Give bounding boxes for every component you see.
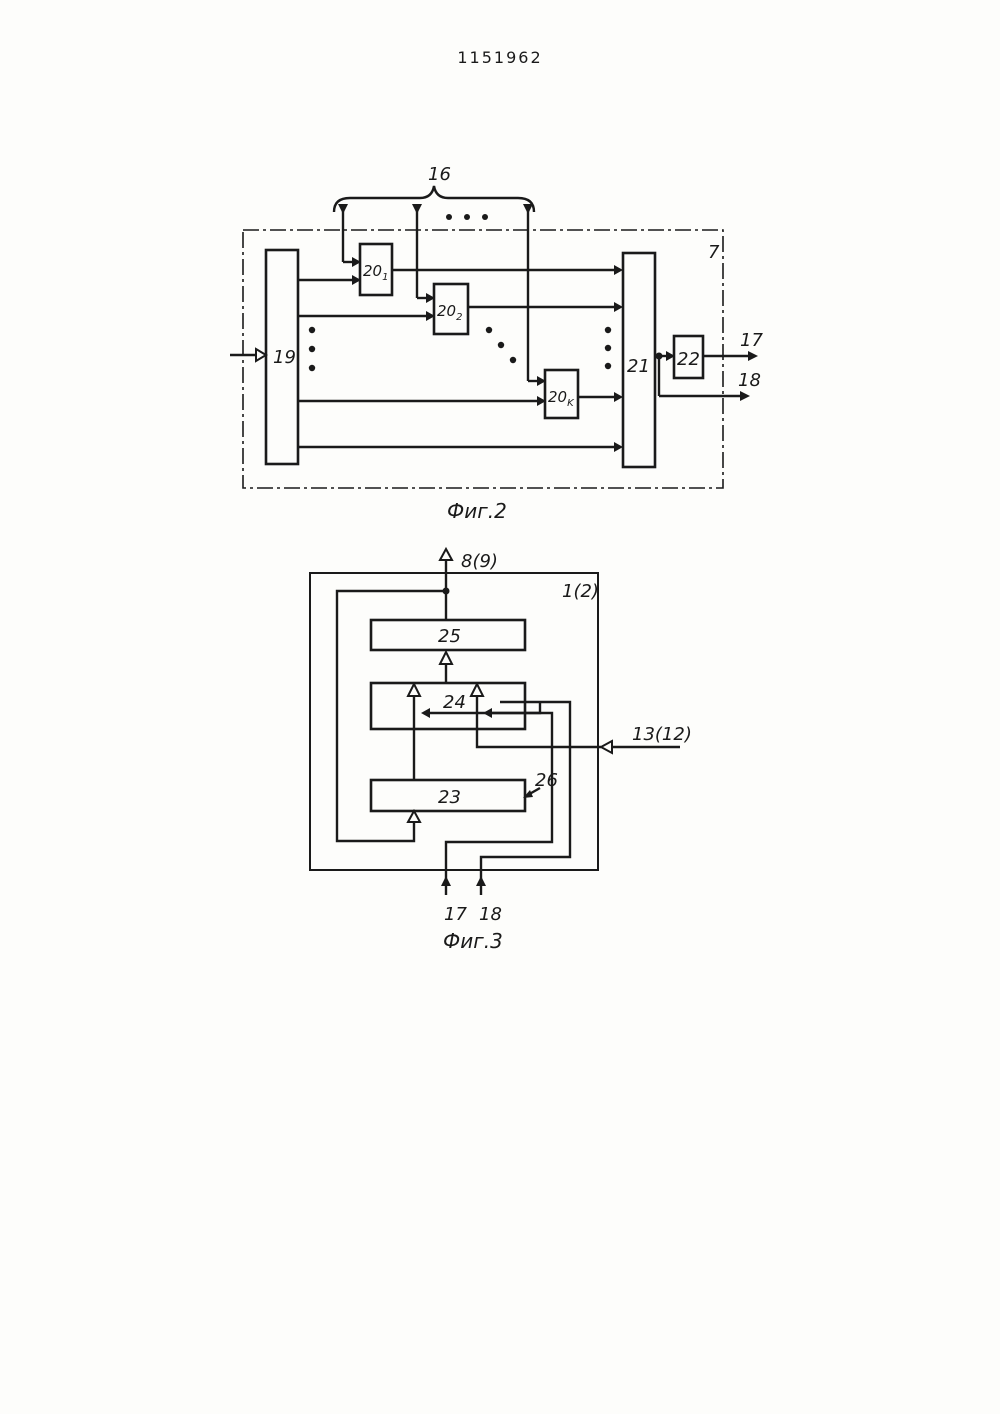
fig3-input-17-label: 17 <box>444 904 467 925</box>
fig2-ellipsis-dot <box>309 346 315 352</box>
fig3-frame-label: 1(2) <box>562 581 599 602</box>
fig2-ellipsis-dot <box>605 363 611 369</box>
fig2-bus-dot <box>482 214 488 220</box>
fig2-block-19-label: 19 <box>273 347 296 368</box>
fig3-arrow <box>408 811 420 822</box>
fig2-arrow <box>748 351 758 361</box>
fig3-block-23-label: 23 <box>438 787 461 808</box>
fig3-arrow <box>471 684 483 696</box>
fig3-input-17-line <box>446 713 552 895</box>
fig2-bus-dot <box>464 214 470 220</box>
fig2-arrow <box>740 391 750 401</box>
fig2-block-20-2-label: 202 <box>437 302 462 323</box>
fig3-output-arrow <box>440 549 452 560</box>
fig2-arrow <box>338 204 348 214</box>
fig3-block-25-label: 25 <box>438 626 461 647</box>
fig2-arrow <box>523 204 533 214</box>
fig3-label-26: 26 <box>535 770 558 791</box>
fig2-bus-label: 16 <box>428 164 451 185</box>
fig2-diagram: 7 16 19 201 202 20K 21 <box>230 164 763 523</box>
fig2-frame-7 <box>243 230 723 488</box>
fig3-input-13-label: 13(12) <box>632 724 692 745</box>
fig3-arrow <box>441 876 451 886</box>
fig2-arrow <box>614 442 623 452</box>
fig2-output-17-label: 17 <box>740 330 763 351</box>
fig3-arrow <box>601 741 612 753</box>
fig2-ellipsis-dot <box>498 342 504 348</box>
fig2-ellipsis-dot <box>309 327 315 333</box>
fig2-bus-dot <box>446 214 452 220</box>
fig2-ellipsis-dot <box>605 345 611 351</box>
fig2-block-20-k-label: 20K <box>548 388 575 409</box>
fig3-diagram: 1(2) 8(9) 25 24 23 <box>310 549 692 953</box>
fig2-arrow <box>614 265 623 275</box>
fig2-block-21-label: 21 <box>627 356 650 377</box>
fig3-caption: Фиг.3 <box>443 929 503 953</box>
fig2-ellipsis-dot <box>309 365 315 371</box>
fig2-arrow <box>614 392 623 402</box>
fig2-output-18-label: 18 <box>738 370 761 391</box>
fig3-frame <box>310 573 598 870</box>
fig2-input-arrow <box>256 349 266 361</box>
fig3-arrow <box>408 684 420 696</box>
fig2-arrow <box>614 302 623 312</box>
fig3-arrow <box>440 652 452 664</box>
fig2-ellipsis-dot <box>510 357 516 363</box>
fig3-block-24-label: 24 <box>443 692 466 713</box>
fig3-input-18-label: 18 <box>479 904 502 925</box>
fig3-arrow <box>421 708 430 718</box>
fig2-frame-label: 7 <box>708 242 720 263</box>
fig2-bus-brace <box>334 186 534 212</box>
fig2-block-22-label: 22 <box>677 349 700 370</box>
fig2-ellipsis-dot <box>486 327 492 333</box>
fig2-block-20-1-label: 201 <box>363 262 388 283</box>
fig2-ellipsis-dot <box>605 327 611 333</box>
fig3-output-label: 8(9) <box>461 551 498 572</box>
fig3-arrow <box>476 876 486 886</box>
fig2-arrow <box>412 204 422 214</box>
fig2-caption: Фиг.2 <box>447 499 507 523</box>
